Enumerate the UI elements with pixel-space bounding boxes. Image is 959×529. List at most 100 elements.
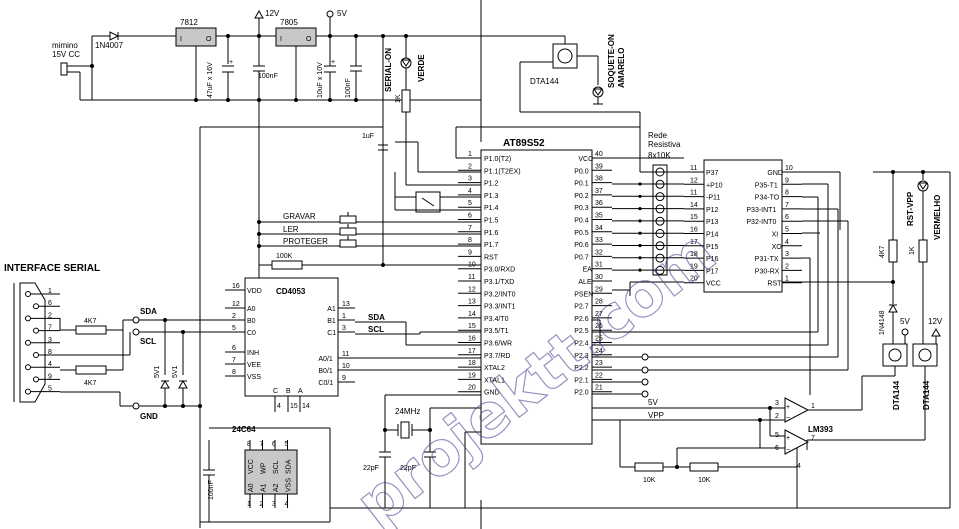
mux-pin-label: A0/1 — [318, 356, 333, 363]
socket-pin-number: 11 — [690, 165, 697, 172]
mcu-pin-number: 4 — [468, 188, 472, 195]
gravar-button[interactable] — [339, 215, 357, 224]
mcu-pin-label: P0.3 — [574, 205, 589, 212]
mcu-pin-number: 36 — [595, 200, 603, 207]
db9-pin — [33, 327, 39, 334]
mcu-pin-number: 16 — [468, 336, 476, 343]
eeprom-pin-label: A2 — [273, 483, 280, 492]
resistor-10k-1 — [634, 462, 664, 472]
socket-pin-number: 2 — [785, 263, 789, 270]
mux-pin-number: 9 — [342, 375, 346, 382]
z2-label: 5V1 — [172, 365, 179, 378]
vermelho-label: VERMELHO — [933, 195, 942, 240]
eeprom-pin-number: 5 — [285, 441, 289, 448]
scl2-label: SCL — [368, 325, 384, 334]
proteger-button[interactable] — [339, 239, 357, 248]
lm-pin-1: 1 — [811, 403, 815, 410]
mcu-pin-label: XTAL2 — [484, 365, 505, 372]
mcu-pin-label: ALE — [578, 279, 592, 286]
dta-top-label: DTA144 — [530, 77, 559, 86]
mcu-pin-number: 35 — [595, 213, 603, 220]
ler-button[interactable] — [339, 227, 357, 236]
cap-100nf-2-label: 100nF — [345, 78, 352, 98]
socket-pin-number: 7 — [785, 202, 789, 209]
socket-power-switch: DTA144 SOQUETE-ON AMARELO — [481, 34, 641, 160]
socket-pin-label: +P10 — [706, 182, 723, 189]
test-point — [641, 353, 649, 361]
rnet-label-1: Rede — [648, 131, 668, 140]
comparator-a — [784, 397, 810, 423]
r-serial-label: 1K — [395, 94, 402, 103]
eeprom-pin-label: SCL — [273, 460, 280, 474]
mcu-pin-number: 29 — [595, 286, 603, 293]
mux-pin-number: 11 — [342, 351, 349, 358]
mux-pin-number: 5 — [232, 325, 236, 332]
mcu-pin-number: 33 — [595, 237, 603, 244]
mcu-pin-number: 17 — [468, 348, 476, 355]
comparator-lm393: +− +− LM393 3 2 1 5 6 7 4 5V VPP 10K 10K — [592, 376, 863, 508]
eeprom-pin-number: 7 — [260, 441, 264, 448]
socket-pin-number: 19 — [690, 263, 698, 270]
socket-pin-label: P37 — [706, 170, 719, 177]
r10k-2-label: 10K — [698, 477, 711, 484]
diode-1n4148-label: 1N4148 — [879, 310, 886, 335]
mux-pin-number: 10 — [342, 363, 350, 370]
mcu-pin-label: P0.6 — [574, 242, 589, 249]
socket-pin-label: RST — [767, 281, 782, 288]
socket-pin-label: P33-INT1 — [746, 207, 776, 214]
buttons: GRAVAR LER PROTEGER 100K — [199, 126, 481, 528]
socket-pin-label: P13 — [706, 219, 719, 226]
socket-pin-number: 16 — [690, 227, 698, 234]
mcu-pin-label: EA — [583, 267, 593, 274]
gnd-label: GND — [140, 412, 158, 421]
dc-jack — [60, 62, 68, 76]
socket-pin-number: 18 — [690, 251, 698, 258]
mcu-pin-label: P2.1 — [574, 377, 589, 384]
db9-pin — [33, 376, 39, 383]
mcu-pin-number: 30 — [595, 274, 603, 281]
serial-on-label: SERIAL-ON — [384, 48, 393, 92]
socket-pin-label: P31-TX — [755, 256, 779, 263]
db9-pin — [33, 352, 39, 358]
mux-pin-number: 15 — [290, 403, 298, 410]
svg-text:+: + — [786, 404, 790, 411]
mcu-pin-number: 39 — [595, 163, 603, 170]
diode-1n4007 — [109, 31, 120, 41]
db9-pin-number: 2 — [48, 312, 52, 319]
eeprom-pin-label: VCC — [248, 459, 255, 474]
lm-pin-2: 2 — [775, 413, 779, 420]
lm-pin-7: 7 — [811, 435, 815, 442]
mcu-pin-label: VCC — [578, 156, 593, 163]
mcu-pin-label: P1.1(T2EX) — [484, 168, 521, 175]
scl-label: SCL — [140, 337, 156, 346]
socket-pin-label: P32-INT0 — [746, 219, 776, 226]
lm-5v-label: 5V — [648, 398, 658, 407]
svg-text:−: − — [786, 415, 790, 422]
rnet-label-2: Resistiva — [648, 140, 681, 149]
svg-text:−: − — [786, 447, 790, 454]
db9-pin-number: 1 — [48, 288, 52, 295]
rail-5v-symbol — [326, 10, 334, 18]
mux-pin-label: C — [273, 388, 278, 395]
mcu-pin-label: P3.7/RD — [484, 353, 510, 360]
eeprom-pin-number: 8 — [247, 441, 251, 448]
svg-text:O: O — [206, 36, 212, 43]
mcu-pin-number: 22 — [595, 372, 603, 379]
xtal-c1-label: 22pF — [363, 465, 379, 472]
eeprom-name: 24C64 — [232, 425, 256, 434]
mux-pin-label: B — [286, 388, 291, 395]
mcu-pin-number: 37 — [595, 188, 603, 195]
mcu-pin-number: 38 — [595, 176, 603, 183]
r-100k-label: 100K — [276, 253, 293, 260]
mcu-pin-label: P3.5/T1 — [484, 328, 509, 335]
mcu-pin-number: 11 — [468, 274, 475, 281]
socket-pin-number: 6 — [785, 214, 789, 221]
ler-label: LER — [283, 225, 299, 234]
mux-pin-number: 4 — [277, 403, 281, 410]
mux-pin-number: 16 — [232, 283, 240, 290]
eeprom-pin-number: 2 — [260, 501, 264, 508]
mcu-pin-label: P3.2/INT0 — [484, 291, 516, 298]
resistor-100k — [271, 260, 303, 270]
